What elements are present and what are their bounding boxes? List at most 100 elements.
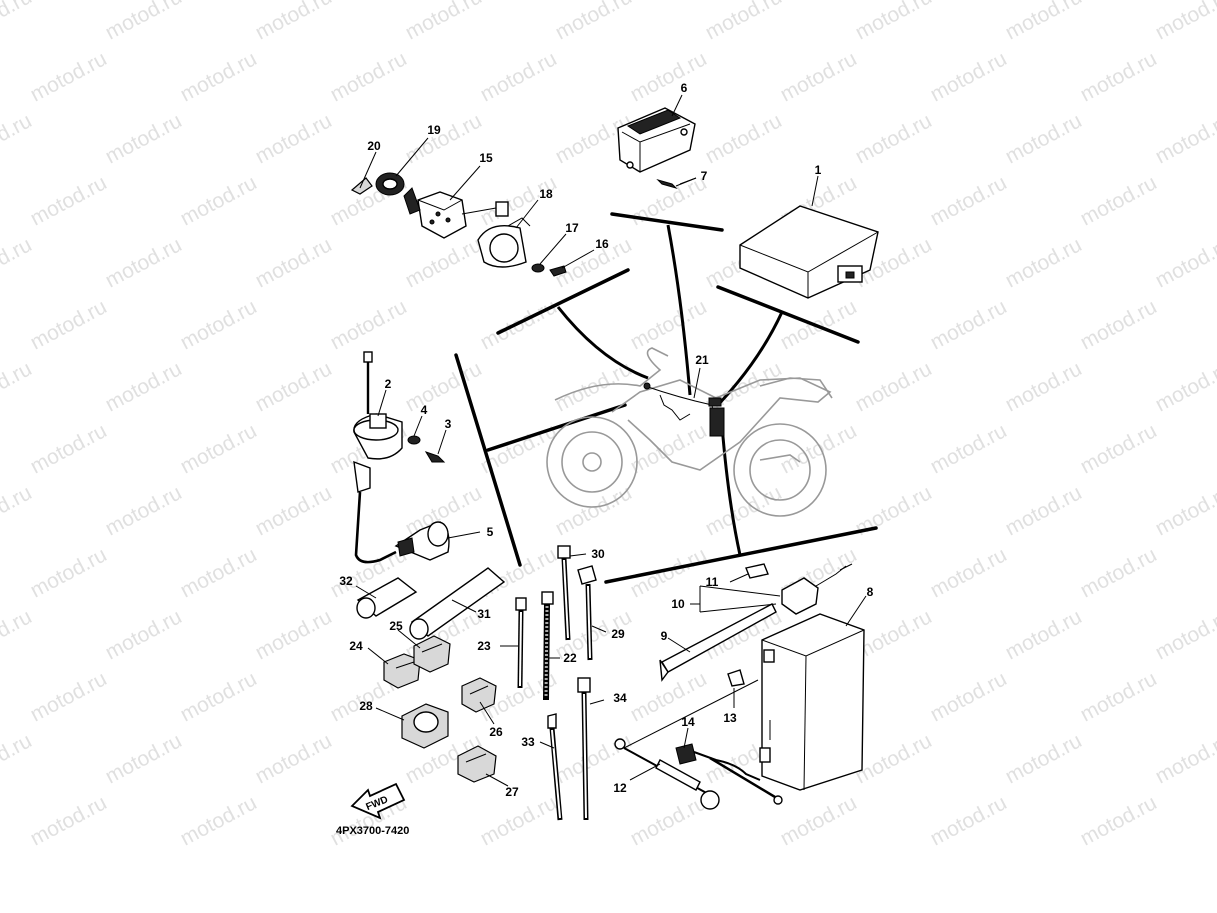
diagram-code: 4PX3700-7420	[336, 825, 409, 837]
watermark-text: motod.ru	[1077, 295, 1161, 354]
watermark-text: motod.ru	[27, 47, 111, 106]
watermark-text: motod.ru	[627, 47, 711, 106]
part-24-clamp	[383, 653, 421, 689]
watermark-text: motod.ru	[252, 729, 336, 788]
callout-19: 19	[427, 123, 441, 137]
watermark-text: motod.ru	[27, 543, 111, 602]
watermark-text: motod.ru	[477, 47, 561, 106]
watermark-text: motod.ru	[252, 0, 336, 44]
watermark-text: motod.ru	[177, 419, 261, 478]
watermark-text: motod.ru	[552, 233, 636, 292]
part-23-cable-tie	[515, 597, 527, 689]
part-33-cable-tie	[547, 713, 563, 821]
watermark-text: motod.ru	[552, 729, 636, 788]
watermark-text: motod.ru	[252, 357, 336, 416]
watermark-text: motod.ru	[1077, 171, 1161, 230]
part-8-battery	[759, 613, 865, 791]
watermark-text: motod.ru	[927, 47, 1011, 106]
callout-24: 24	[349, 639, 363, 653]
callout-33: 33	[521, 735, 535, 749]
watermark-text: motod.ru	[27, 667, 111, 726]
watermark-text: motod.ru	[102, 357, 186, 416]
part-5-plug-cap	[394, 521, 450, 561]
part-14-starter-relay	[675, 743, 783, 805]
watermark-text: motod.ru	[1002, 233, 1086, 292]
part-17-washer	[531, 263, 545, 273]
watermark-text: motod.ru	[0, 481, 36, 540]
callout-21: 21	[695, 353, 709, 367]
callout-16: 16	[595, 237, 609, 251]
watermark-text: motod.ru	[1077, 667, 1161, 726]
watermark-text: motod.ru	[27, 419, 111, 478]
watermark-text: motod.ru	[0, 605, 36, 664]
watermark-text: motod.ru	[702, 0, 786, 44]
callout-20: 20	[367, 139, 381, 153]
callout-3: 3	[445, 417, 452, 431]
watermark-text: motod.ru	[702, 481, 786, 540]
watermark-text: motod.ru	[402, 109, 486, 168]
part-16-bolt	[549, 265, 567, 277]
watermark-text: motod.ru	[102, 109, 186, 168]
callout-8: 8	[867, 585, 874, 599]
watermark-text: motod.ru	[102, 605, 186, 664]
part-19-ring	[375, 172, 405, 196]
watermark-text: motod.ru	[252, 481, 336, 540]
watermark-text: motod.ru	[552, 0, 636, 44]
watermark-text: motod.ru	[852, 109, 936, 168]
watermark-text: motod.ru	[252, 605, 336, 664]
callout-18: 18	[539, 187, 553, 201]
watermark-text: motod.ru	[0, 233, 36, 292]
callout-29: 29	[611, 627, 625, 641]
callout-7: 7	[701, 169, 708, 183]
watermark-text: motod.ru	[927, 667, 1011, 726]
watermark-text: motod.ru	[27, 791, 111, 850]
watermark-text: motod.ru	[27, 171, 111, 230]
callout-2: 2	[385, 377, 392, 391]
watermark-text: motod.ru	[777, 47, 861, 106]
watermark-text: motod.ru	[477, 791, 561, 850]
watermark-text: motod.ru	[1002, 481, 1086, 540]
watermark-text: motod.ru	[1152, 357, 1217, 416]
watermark-text: motod.ru	[177, 543, 261, 602]
part-22-cable-tie	[541, 591, 554, 701]
part-2-ignition-coil	[353, 351, 403, 564]
callout-14: 14	[681, 715, 695, 729]
watermark-text: motod.ru	[102, 233, 186, 292]
watermark-text: motod.ru	[1002, 109, 1086, 168]
watermark-text: motod.ru	[1077, 791, 1161, 850]
part-12-wire	[614, 738, 720, 810]
callout-25: 25	[389, 619, 403, 633]
watermark-text: motod.ru	[927, 791, 1011, 850]
callout-30: 30	[591, 547, 605, 561]
watermark-text: motod.ru	[27, 295, 111, 354]
watermark-text: motod.ru	[1152, 233, 1217, 292]
part-31-tube	[409, 567, 506, 640]
watermark-text: motod.ru	[702, 109, 786, 168]
part-18-horn	[477, 217, 531, 268]
watermark-text: motod.ru	[102, 481, 186, 540]
watermark-text: motod.ru	[252, 109, 336, 168]
callout-27: 27	[505, 785, 519, 799]
part-11-fuse	[745, 563, 769, 579]
callout-5: 5	[487, 525, 494, 539]
watermark-text: motod.ru	[552, 481, 636, 540]
watermark-text: motod.ru	[1152, 481, 1217, 540]
watermark-text: motod.ru	[177, 171, 261, 230]
watermark-text: motod.ru	[177, 791, 261, 850]
watermark-text: motod.ru	[177, 295, 261, 354]
watermark-text: motod.ru	[1002, 605, 1086, 664]
watermark-text: motod.ru	[0, 357, 36, 416]
callout-26: 26	[489, 725, 503, 739]
watermark-text: motod.ru	[627, 543, 711, 602]
callout-labels: 1 6 7 20 19 15 18 17 16 2 4 3 5 21 32 31…	[339, 81, 873, 799]
part-9-battery-band	[659, 603, 777, 682]
part-28-clamp	[401, 703, 449, 749]
watermark-text: motod.ru	[1152, 109, 1217, 168]
watermark-text: motod.ru	[327, 295, 411, 354]
watermark-text: motod.ru	[402, 233, 486, 292]
watermark-text: motod.ru	[0, 729, 36, 788]
callout-4: 4	[421, 403, 428, 417]
callout-9: 9	[661, 629, 668, 643]
